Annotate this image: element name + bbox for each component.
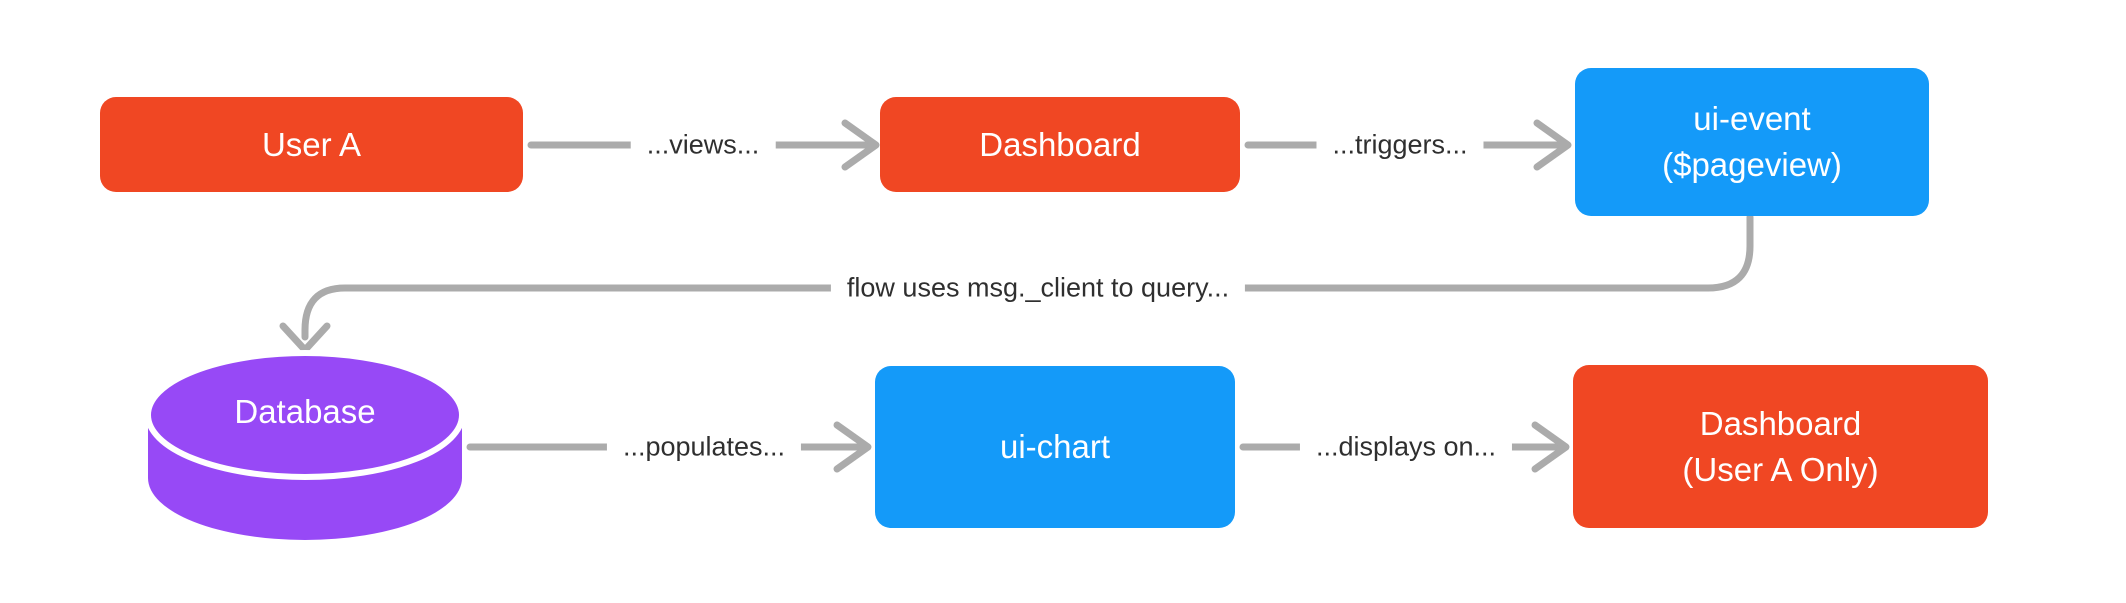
- node-ui-event-label-line1: ui-event: [1693, 100, 1811, 137]
- node-user-a: User A: [100, 97, 523, 192]
- edge-label-views: ...views...: [630, 129, 776, 161]
- node-ui-chart: ui-chart: [875, 366, 1235, 528]
- node-user-a-label: User A: [261, 125, 362, 163]
- arrowhead-views-icon: [841, 119, 880, 171]
- edge-label-populates: ...populates...: [606, 431, 802, 463]
- edge-label-triggers: ...triggers...: [1316, 129, 1484, 161]
- database-cylinder-icon: [145, 350, 465, 540]
- node-ui-event: ui-event ($pageview): [1575, 68, 1929, 216]
- edge-label-query: flow uses msg._client to query...: [830, 272, 1246, 304]
- arrowhead-populates-icon: [833, 421, 872, 473]
- edge-label-displays-on: ...displays on...: [1299, 431, 1513, 463]
- node-dashboard-user-a-only: Dashboard (User A Only): [1573, 365, 1988, 528]
- node-dashboard: Dashboard: [880, 97, 1240, 192]
- node-dashboard-user-a-only-label-line2: (User A Only): [1682, 450, 1879, 488]
- node-ui-event-label-line2: ($pageview): [1662, 146, 1842, 183]
- node-database-label: Database: [234, 393, 376, 430]
- arrowhead-displays-on-icon: [1531, 421, 1570, 473]
- node-ui-chart-label: ui-chart: [999, 428, 1111, 465]
- node-dashboard-user-a-only-label-line1: Dashboard: [1699, 404, 1862, 442]
- arrowhead-triggers-icon: [1533, 119, 1572, 171]
- node-dashboard-label: Dashboard: [979, 125, 1141, 163]
